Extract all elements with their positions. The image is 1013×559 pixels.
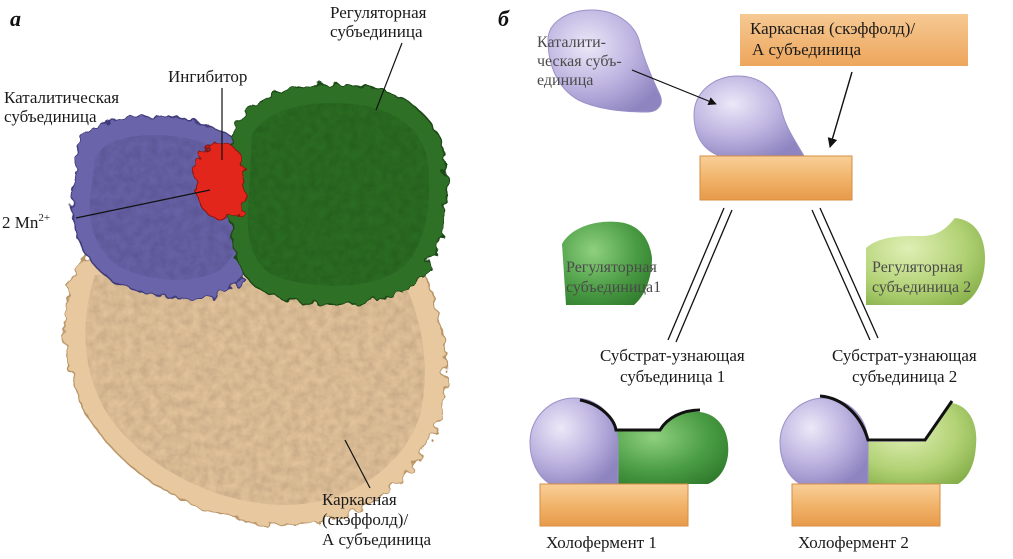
leader-scaffold xyxy=(344,439,371,489)
label-scaffold-line2: (скэффолд)/ xyxy=(322,510,408,529)
label-b-scaffold-line1: Каркасная (скэффолд)/ xyxy=(750,19,915,38)
label-regulatory-line1: Регуляторная xyxy=(330,3,427,22)
panel-a-letter: а xyxy=(10,6,21,31)
label-regulatory2-line1: Регуляторная xyxy=(872,259,963,276)
label-b-scaffold-line2: А субъединица xyxy=(752,40,862,59)
regulatory-subunit-1: Регуляторная субъединица1 xyxy=(562,221,661,305)
label-catalytic-line2: субъединица xyxy=(4,107,97,126)
equilibrium-arrows xyxy=(667,207,879,343)
label-substrate2-line1: Субстрат-узнающая xyxy=(832,346,977,365)
label-substrate2-line2: субъединица 2 xyxy=(852,367,957,386)
label-regulatory1-line1: Регуляторная xyxy=(566,259,657,276)
label-mn-base: 2 Mn xyxy=(2,213,39,232)
label-holo2: Холофермент 2 xyxy=(798,533,909,552)
leader-regulatory xyxy=(375,42,403,111)
label-inhibitor: Ингибитор xyxy=(168,67,247,86)
label-catalytic-line1: Каталитическая xyxy=(4,88,119,107)
label-b-catalytic-line3: единица xyxy=(537,72,593,89)
label-holo1: Холофермент 1 xyxy=(546,533,657,552)
arrow-catalytic-to-core xyxy=(631,69,717,106)
label-substrate1-line1: Субстрат-узнающая xyxy=(600,346,745,365)
label-mn-sup: 2+ xyxy=(38,212,50,224)
label-scaffold-line1: Каркасная xyxy=(322,490,397,509)
label-scaffold-line3: А субъединица xyxy=(322,530,432,549)
leader-mn xyxy=(75,189,211,219)
label-b-catalytic-line2: ческая субъ- xyxy=(537,53,622,70)
panel-a-labels: Регуляторная субъединица Ингибитор Катал… xyxy=(2,3,432,549)
label-regulatory2-line2: субъединица 2 xyxy=(872,279,971,296)
free-catalytic-subunit: Каталити- ческая субъ- единица xyxy=(537,9,662,113)
holoenzyme-1: Холофермент 1 xyxy=(529,397,729,552)
label-b-catalytic-line1: Каталити- xyxy=(537,34,606,51)
label-substrate1-line2: субъединица 1 xyxy=(620,367,725,386)
label-regulatory-line2: субъединица xyxy=(330,22,423,41)
protein-surface xyxy=(64,83,448,526)
core-enzyme xyxy=(631,69,853,201)
regulatory-subunit-2: Регуляторная субъединица 2 xyxy=(866,218,985,305)
arrow-scaffold-to-core xyxy=(827,71,853,148)
label-regulatory1-line2: субъединица1 xyxy=(566,279,661,296)
holoenzyme-2: Холофермент 2 xyxy=(779,394,977,552)
label-mn: 2 Mn2+ xyxy=(2,212,50,232)
panel-b-letter: б xyxy=(498,6,510,31)
scaffold-label-box: Каркасная (скэффолд)/ А субъединица xyxy=(740,14,968,66)
